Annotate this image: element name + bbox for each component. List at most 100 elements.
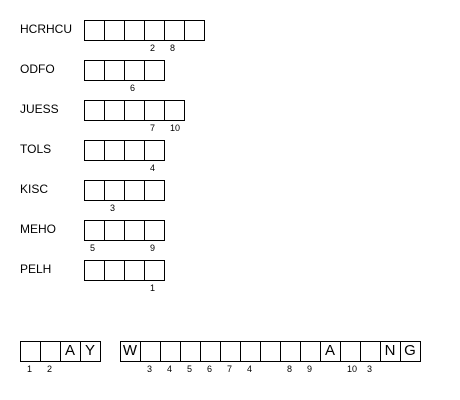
letter-cell[interactable] xyxy=(124,180,145,201)
scrambled-word: PELH xyxy=(20,262,52,276)
answer-letter: G xyxy=(404,342,416,359)
answer-grid xyxy=(84,180,165,201)
letter-cell[interactable] xyxy=(84,20,105,41)
letter-cell[interactable] xyxy=(84,140,105,161)
letter-cell[interactable] xyxy=(124,100,145,121)
cell-number: 8 xyxy=(170,43,176,53)
letter-cell[interactable] xyxy=(144,220,165,241)
answer-letter-cell[interactable]: G xyxy=(400,341,421,362)
answer-letter-cell[interactable] xyxy=(340,341,361,362)
answer-cell-number: 6 xyxy=(207,364,213,374)
answer-grid xyxy=(84,100,185,121)
answer-grid xyxy=(84,260,165,281)
answer-letter-cell[interactable] xyxy=(360,341,381,362)
letter-cell[interactable] xyxy=(84,100,105,121)
answer-cell-number: 10 xyxy=(347,364,358,374)
answer-cell-number: 3 xyxy=(147,364,153,374)
letter-cell[interactable] xyxy=(104,60,125,81)
answer-letter: W xyxy=(122,342,138,359)
scrambled-word: ODFO xyxy=(20,62,55,76)
letter-cell[interactable] xyxy=(144,100,165,121)
answer-letter-cell[interactable]: W xyxy=(120,341,141,362)
answer-grid xyxy=(84,220,165,241)
scrambled-word: MEHO xyxy=(20,222,56,236)
answer-letter-cell[interactable] xyxy=(40,341,61,362)
answer-letter xyxy=(341,342,359,360)
letter-cell[interactable] xyxy=(104,180,125,201)
answer-letter xyxy=(201,342,219,360)
answer-letter: Y xyxy=(84,342,95,359)
letter-cell[interactable] xyxy=(104,260,125,281)
cell-number: 2 xyxy=(150,43,156,53)
answer-letter: A xyxy=(64,342,75,359)
letter-cell[interactable] xyxy=(124,260,145,281)
answer-grid xyxy=(84,140,165,161)
answer-letter-cell[interactable] xyxy=(240,341,261,362)
answer-cell-number: 9 xyxy=(307,364,313,374)
letter-cell[interactable] xyxy=(144,140,165,161)
answer-letter xyxy=(241,342,259,360)
answer-letter-cell[interactable] xyxy=(220,341,241,362)
letter-cell[interactable] xyxy=(164,100,185,121)
answer-cell-number: 4 xyxy=(247,364,253,374)
answer-letter xyxy=(41,342,59,360)
answer-letter xyxy=(261,342,279,360)
scrambled-word: KISC xyxy=(20,182,49,196)
answer-letter xyxy=(281,342,299,360)
cell-number: 5 xyxy=(90,243,96,253)
letter-cell[interactable] xyxy=(84,260,105,281)
answer-letter xyxy=(221,342,239,360)
answer-letter xyxy=(161,342,179,360)
letter-cell[interactable] xyxy=(144,260,165,281)
answer-cell-number: 1 xyxy=(27,364,33,374)
answer-letter-cell[interactable]: Y xyxy=(80,341,101,362)
answer-letter-cell[interactable]: A xyxy=(60,341,81,362)
letter-cell[interactable] xyxy=(124,60,145,81)
answer-letter-cell[interactable] xyxy=(140,341,161,362)
letter-cell[interactable] xyxy=(84,60,105,81)
cell-number: 3 xyxy=(110,203,116,213)
cell-number: 6 xyxy=(130,83,136,93)
answer-letter-cell[interactable] xyxy=(160,341,181,362)
answer-grid xyxy=(84,60,165,81)
answer-letter xyxy=(21,342,39,360)
letter-cell[interactable] xyxy=(124,140,145,161)
letter-cell[interactable] xyxy=(144,180,165,201)
answer-cell-number: 2 xyxy=(47,364,53,374)
letter-cell[interactable] xyxy=(84,220,105,241)
letter-cell[interactable] xyxy=(104,220,125,241)
answer-letter-cell[interactable] xyxy=(300,341,321,362)
letter-cell[interactable] xyxy=(144,60,165,81)
answer-letter-cell[interactable]: N xyxy=(380,341,401,362)
answer-letter xyxy=(181,342,199,360)
letter-cell[interactable] xyxy=(124,20,145,41)
answer-letter-cell[interactable] xyxy=(20,341,41,362)
answer-cell-number: 4 xyxy=(167,364,173,374)
answer-cell-number: 3 xyxy=(367,364,373,374)
scrambled-word: JUESS xyxy=(20,102,59,116)
letter-cell[interactable] xyxy=(104,20,125,41)
cell-number: 7 xyxy=(150,123,156,133)
cell-number: 10 xyxy=(170,123,181,133)
answer-cell-number: 7 xyxy=(227,364,233,374)
letter-cell[interactable] xyxy=(104,140,125,161)
answer-letter: N xyxy=(384,342,396,359)
letter-cell[interactable] xyxy=(184,20,205,41)
answer-letter: A xyxy=(324,342,335,359)
answer-letter-cell[interactable] xyxy=(280,341,301,362)
answer-letter-cell[interactable] xyxy=(200,341,221,362)
cell-number: 9 xyxy=(150,243,156,253)
letter-cell[interactable] xyxy=(104,100,125,121)
scrambled-word: TOLS xyxy=(20,142,52,156)
letter-cell[interactable] xyxy=(164,20,185,41)
letter-cell[interactable] xyxy=(124,220,145,241)
letter-cell[interactable] xyxy=(144,20,165,41)
answer-letter xyxy=(361,342,379,360)
answer-letter-cell[interactable] xyxy=(180,341,201,362)
answer-letter-cell[interactable]: A xyxy=(320,341,341,362)
letter-cell[interactable] xyxy=(84,180,105,201)
answer-word-grid: W xyxy=(120,341,281,362)
answer-letter-cell[interactable] xyxy=(260,341,281,362)
